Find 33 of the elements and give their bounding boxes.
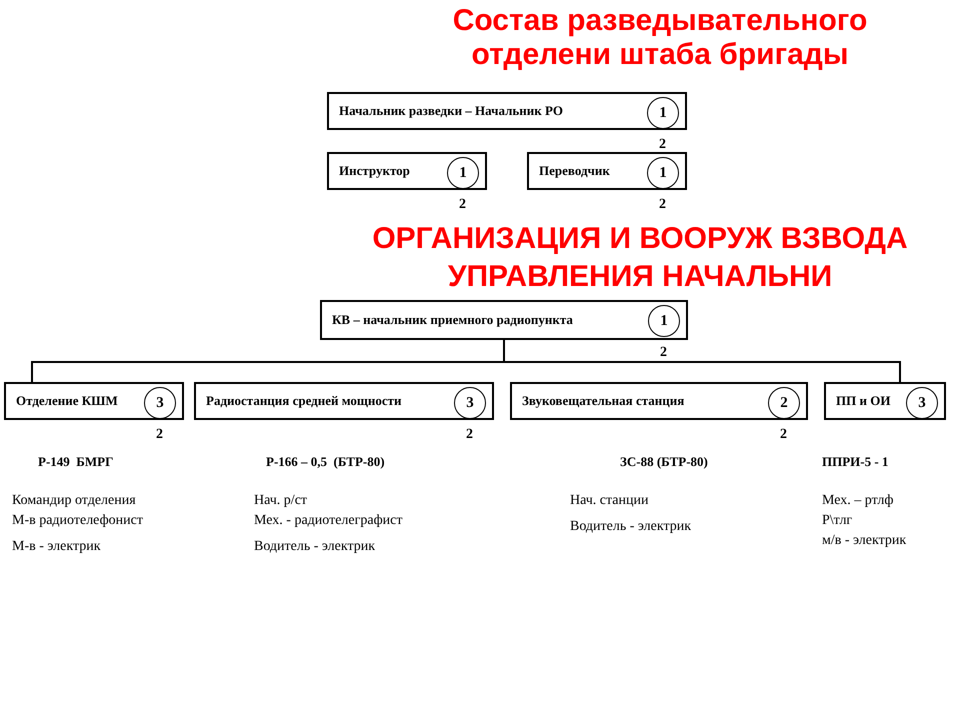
staff-text: М-в - электрик (12, 538, 101, 556)
equipment-label: ЗС-88 (БТР-80) (620, 453, 708, 471)
heading: ОРГАНИЗАЦИЯ И ВООРУЖ ВЗВОДА УПРАВЛЕНИЯ НАЧАЛЬНИ (371, 221, 909, 295)
staff-text: Мех. – ртлф (822, 492, 894, 510)
staff-text: Нач. р/ст (254, 492, 308, 510)
staff-text: Мех. - радиотелеграфист (254, 512, 402, 530)
unit-name: Радиостанция средней мощности (206, 392, 402, 410)
unit-name: ПП и ОИ (836, 392, 890, 410)
unit-box (824, 382, 946, 420)
staff-text: Р\тлг (822, 512, 852, 530)
sub-number: 2 (459, 198, 466, 212)
sub-number: 2 (659, 198, 666, 212)
staff-text: М-в радиотелефонист (12, 512, 143, 530)
staff-text: Командир отделения (12, 492, 136, 510)
sub-number: 2 (659, 138, 666, 152)
unit-name: Переводчик (539, 162, 610, 180)
unit-name: Звуковещательная станция (522, 392, 684, 410)
equipment-label: Р-149 БМРГ (38, 453, 114, 471)
staff-text: Нач. станции (570, 492, 648, 510)
unit-name: Отделение КШМ (16, 392, 118, 410)
sub-number: 2 (466, 428, 473, 442)
staff-text: м/в - электрик (822, 532, 906, 550)
sub-number: 2 (780, 428, 787, 442)
unit-name: КВ – начальник приемного радиопункта (332, 311, 573, 330)
unit-name: Начальник разведки – Начальник РО (339, 102, 563, 120)
title: Состав разведывательного отделени штаба бригады (452, 4, 868, 72)
staff-text: Водитель - электрик (570, 518, 692, 536)
equipment-label: Р-166 – 0,5 (БТР-80) (266, 453, 385, 471)
staff-text: Водитель - электрик (254, 538, 376, 556)
sub-number: 2 (660, 346, 667, 360)
equipment-label: ППРИ-5 - 1 (822, 453, 888, 471)
sub-number: 2 (156, 428, 163, 442)
unit-name: Инструктор (339, 162, 410, 180)
